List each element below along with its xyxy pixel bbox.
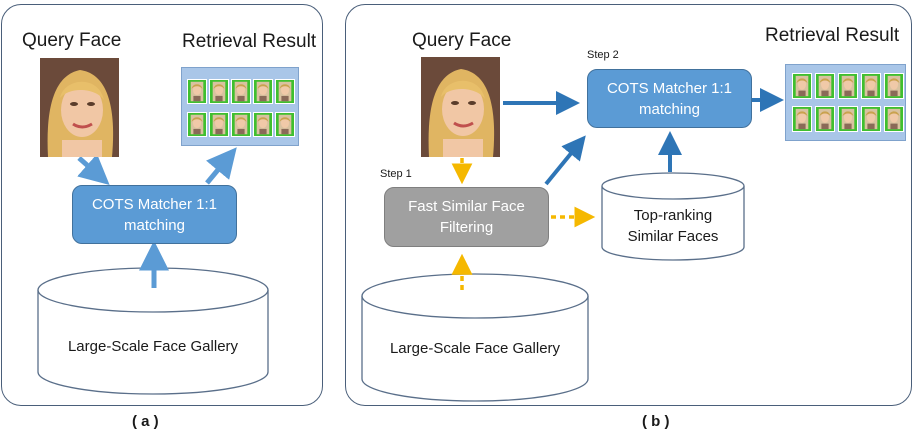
retrieval-result-label-b: Retrieval Result [765, 25, 900, 46]
face-thumbnail-icon [187, 112, 207, 137]
cots-matcher-box-a: COTS Matcher 1:1 matching [72, 185, 237, 244]
face-photo-icon [40, 58, 119, 157]
face-photo-icon [421, 57, 500, 157]
face-thumbnail-icon [884, 73, 904, 99]
gallery-label-a: Large-Scale Face Gallery [67, 338, 239, 355]
query-face-label-b: Query Face [412, 30, 512, 51]
face-thumbnail-icon [792, 73, 812, 99]
face-thumbnail-icon [209, 79, 229, 104]
fast-filter-box: Fast Similar Face Filtering [384, 187, 549, 247]
gallery-label-b: Large-Scale Face Gallery [389, 340, 561, 357]
face-thumbnail-icon [884, 106, 904, 132]
matcher-line1-a: COTS Matcher 1:1 [91, 195, 218, 213]
face-thumbnail-icon [187, 79, 207, 104]
face-thumbnail-icon [253, 79, 273, 104]
retrieval-result-strip-a [181, 67, 299, 146]
face-thumbnail-icon [231, 79, 251, 104]
retrieval-result-strip-b [785, 64, 906, 141]
face-thumbnail-icon [861, 73, 881, 99]
step2-label: Step 2 [587, 49, 619, 61]
query-face-label-a: Query Face [22, 30, 122, 51]
face-thumbnail-icon [838, 106, 858, 132]
retrieval-result-label-a: Retrieval Result [182, 31, 317, 52]
topranking-line2: Similar Faces [627, 228, 719, 245]
topranking-label: Top-ranking Similar Faces [602, 205, 744, 247]
topranking-line1: Top-ranking [633, 207, 713, 224]
cots-matcher-box-b: COTS Matcher 1:1 matching [587, 69, 752, 128]
face-thumbnail-icon [209, 112, 229, 137]
filter-line1: Fast Similar Face [408, 198, 525, 215]
face-thumbnail-icon [861, 106, 881, 132]
face-thumbnail-icon [275, 112, 295, 137]
face-thumbnail-icon [815, 106, 835, 132]
filter-line2: Filtering [439, 219, 494, 236]
face-thumbnail-icon [838, 73, 858, 99]
matcher-line1-b: COTS Matcher 1:1 [606, 79, 733, 97]
face-thumbnail-icon [792, 106, 812, 132]
caption-a: ( a ) [132, 413, 159, 430]
face-thumbnail-icon [231, 112, 251, 137]
step1-label: Step 1 [380, 168, 412, 180]
matcher-line2-a: matching [124, 216, 185, 234]
caption-b: ( b ) [642, 413, 670, 430]
face-thumbnail-icon [815, 73, 835, 99]
face-thumbnail-icon [253, 112, 273, 137]
matcher-line2-b: matching [639, 100, 700, 118]
face-thumbnail-icon [275, 79, 295, 104]
